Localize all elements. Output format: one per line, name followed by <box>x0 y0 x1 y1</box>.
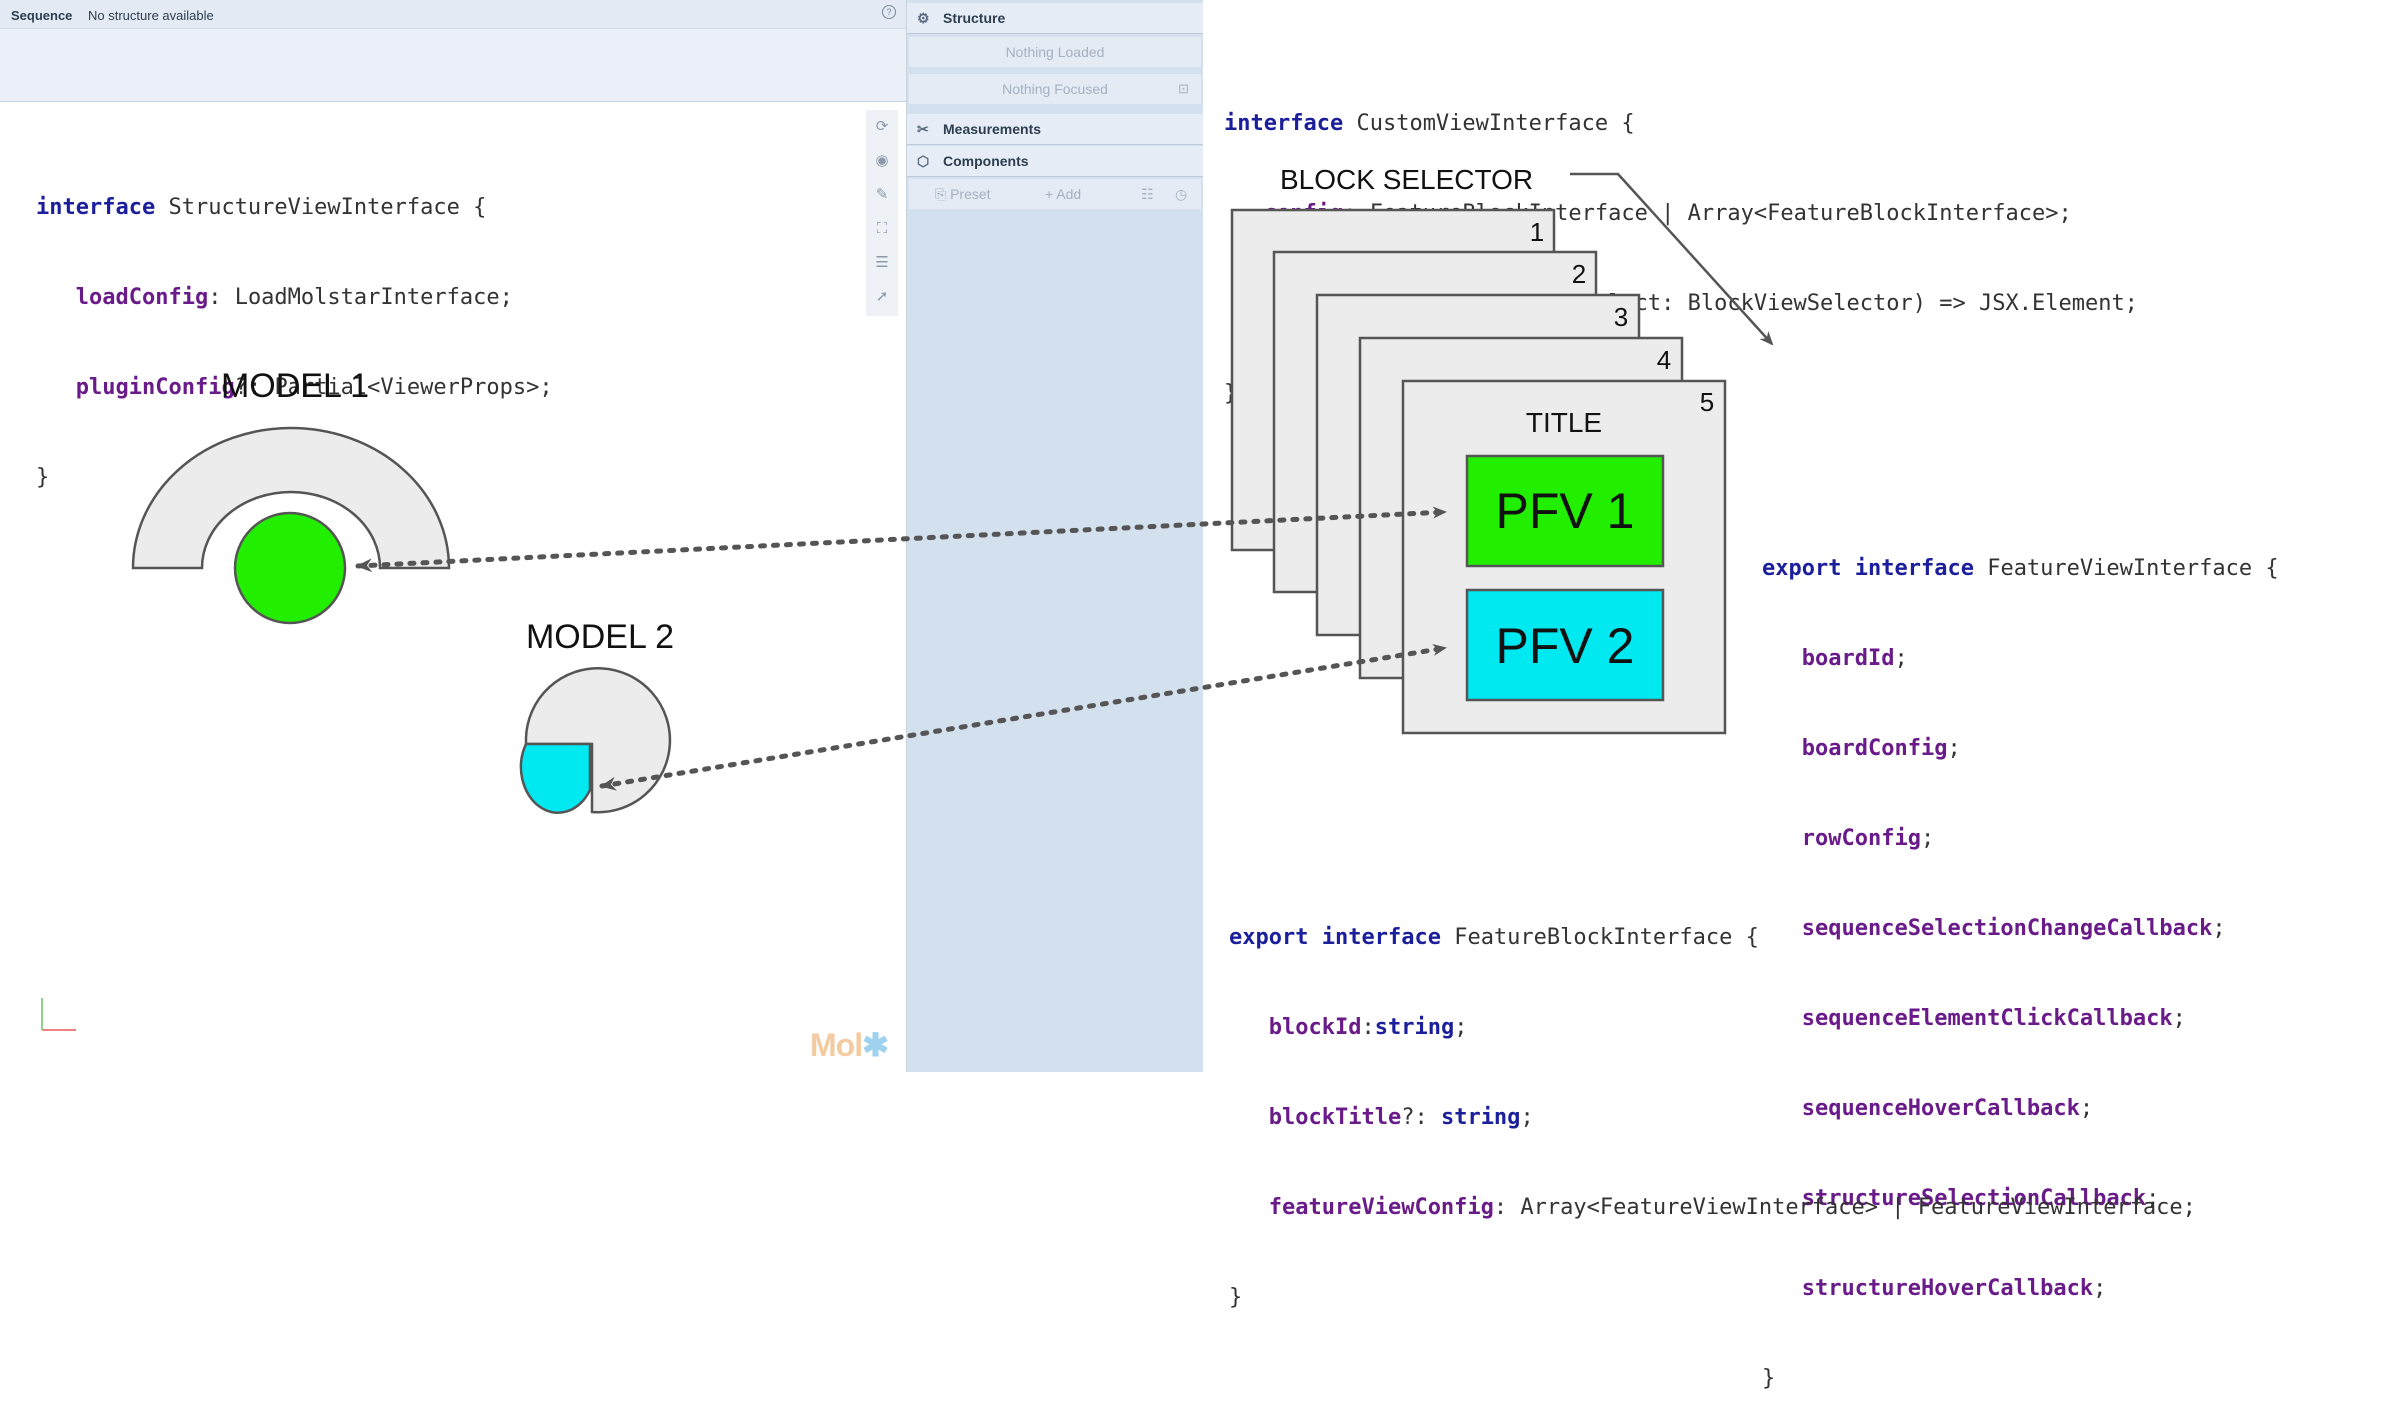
code-close: } <box>1762 1366 1776 1391</box>
add-button[interactable]: + Add <box>1045 186 1082 202</box>
pfv2-box[interactable] <box>1465 588 1665 702</box>
code-name: FeatureViewInterface { <box>1973 556 2279 581</box>
model2-cyan-domain <box>519 742 592 814</box>
code-type: : LoadMolstarInterface; <box>208 285 513 310</box>
block-title: TITLE <box>1526 407 1602 438</box>
sequence-bar: Sequence No structure available ? <box>0 0 906 29</box>
code-prop: blockTitle <box>1268 1105 1402 1130</box>
code-keyword: export <box>1762 556 1842 581</box>
focus-icon[interactable]: ⊡ <box>1178 81 1189 96</box>
code-prop: boardId <box>1801 646 1895 671</box>
block-selector-arrow <box>1570 172 1774 346</box>
code-type-keyword: string <box>1374 1015 1455 1040</box>
structure-section-label: Structure <box>943 10 1006 26</box>
code-prop: blockId <box>1268 1015 1362 1040</box>
viewport-toolbar: ⟳ ◉ ✎ ⛶ ☰ ➚ <box>866 110 898 316</box>
code-keyword: interface <box>1321 925 1441 950</box>
molstar-logo: Mol✱ <box>810 1027 889 1063</box>
model1-label: MODEL 1 <box>221 367 369 405</box>
block-number-1: 1 <box>1530 217 1544 247</box>
code-prop: sequenceElementClickCallback <box>1801 1006 2173 1031</box>
code-type: : Array<FeatureViewInterface> | FeatureV… <box>1493 1195 2196 1220</box>
measurements-icon: ✂ <box>917 121 929 137</box>
preset-label: Preset <box>950 186 991 202</box>
diagram-overlay: MODEL 1 MODEL 2 BLOCK SELECTOR 1 2 3 4 5… <box>131 164 1774 814</box>
nothing-loaded-row: Nothing Loaded <box>909 37 1201 67</box>
sequence-panel: Sequence No structure available ? <box>0 0 906 102</box>
measurements-section-header[interactable]: ✂ Measurements <box>907 114 1203 145</box>
structure-section-header[interactable]: ⚙ Structure <box>907 3 1203 34</box>
wrench-icon[interactable]: ✎ <box>875 186 889 203</box>
help-icon[interactable]: ? <box>882 5 896 19</box>
nothing-focused-row[interactable]: Nothing Focused ⊡ <box>909 74 1201 104</box>
model1-green-domain <box>233 511 347 625</box>
block-stack: 1 2 3 4 5 TITLE PFV 1 PFV 2 <box>1230 208 1727 735</box>
axes-icon <box>41 998 76 1031</box>
screenshot-icon[interactable]: ◉ <box>875 152 889 169</box>
structure-view-interface-code: interface StructureViewInterface { loadC… <box>36 133 553 553</box>
components-label: Components <box>943 153 1029 169</box>
code-type: ?: Partial<ViewerProps>; <box>234 375 553 400</box>
block-number-4: 4 <box>1657 345 1671 375</box>
block-number-2: 2 <box>1572 259 1586 289</box>
code-prop: sequenceSelectionChangeCallback <box>1801 916 2213 941</box>
code-close: } <box>36 465 50 490</box>
components-icon: ⬡ <box>917 153 930 169</box>
nothing-focused-label: Nothing Focused <box>1002 81 1108 97</box>
components-actions-row: ⎘ Preset + Add ☷ ◷ <box>909 179 1201 209</box>
expand-icon[interactable]: ⛶ <box>876 220 888 237</box>
options-icon[interactable]: ☷ <box>1141 186 1154 202</box>
add-label: Add <box>1056 186 1082 202</box>
nothing-loaded-label: Nothing Loaded <box>1005 44 1105 60</box>
pfv1-to-model1-connector <box>355 506 1448 573</box>
sequence-label: Sequence <box>11 8 73 23</box>
measurements-label: Measurements <box>943 121 1042 137</box>
code-keyword: interface <box>1224 111 1344 136</box>
model2-label: MODEL 2 <box>526 618 674 656</box>
code-close: } <box>1229 1285 1243 1310</box>
reset-icon[interactable]: ⟳ <box>875 118 889 135</box>
pfv1-label: PFV 1 <box>1496 483 1635 539</box>
code-name: FeatureBlockInterface { <box>1440 925 1759 950</box>
code-prop: featureViewConfig <box>1268 1195 1494 1220</box>
code-name: CustomViewInterface { <box>1343 111 1635 136</box>
code-type-keyword: string <box>1440 1105 1521 1130</box>
history-icon[interactable]: ◷ <box>1175 186 1188 202</box>
code-prop: loadConfig <box>75 285 209 310</box>
pfv2-to-model2-connector <box>599 644 1448 791</box>
sequence-status: No structure available <box>88 8 214 23</box>
code-name: StructureViewInterface { <box>155 195 487 220</box>
select-icon[interactable]: ➚ <box>875 288 889 305</box>
code-punct: ?: <box>1401 1105 1441 1130</box>
block-selector-label: BLOCK SELECTOR <box>1280 164 1533 195</box>
pfv1-box[interactable] <box>1465 454 1665 568</box>
preset-button[interactable]: ⎘ Preset <box>935 186 991 202</box>
code-punct: : <box>1361 1015 1375 1040</box>
code-keyword: interface <box>1854 556 1974 581</box>
block-number-3: 3 <box>1614 302 1628 332</box>
block-number-5: 5 <box>1700 387 1714 417</box>
code-keyword: interface <box>36 195 156 220</box>
code-prop: rowConfig <box>1801 826 1921 851</box>
code-prop: pluginConfig <box>75 375 235 400</box>
structure-icon: ⚙ <box>917 10 930 26</box>
code-prop: boardConfig <box>1801 736 1948 761</box>
code-keyword: export <box>1229 925 1309 950</box>
pfv2-label: PFV 2 <box>1496 618 1635 674</box>
components-section-header[interactable]: ⬡ Components <box>907 146 1203 177</box>
settings-icon[interactable]: ☰ <box>875 254 889 271</box>
